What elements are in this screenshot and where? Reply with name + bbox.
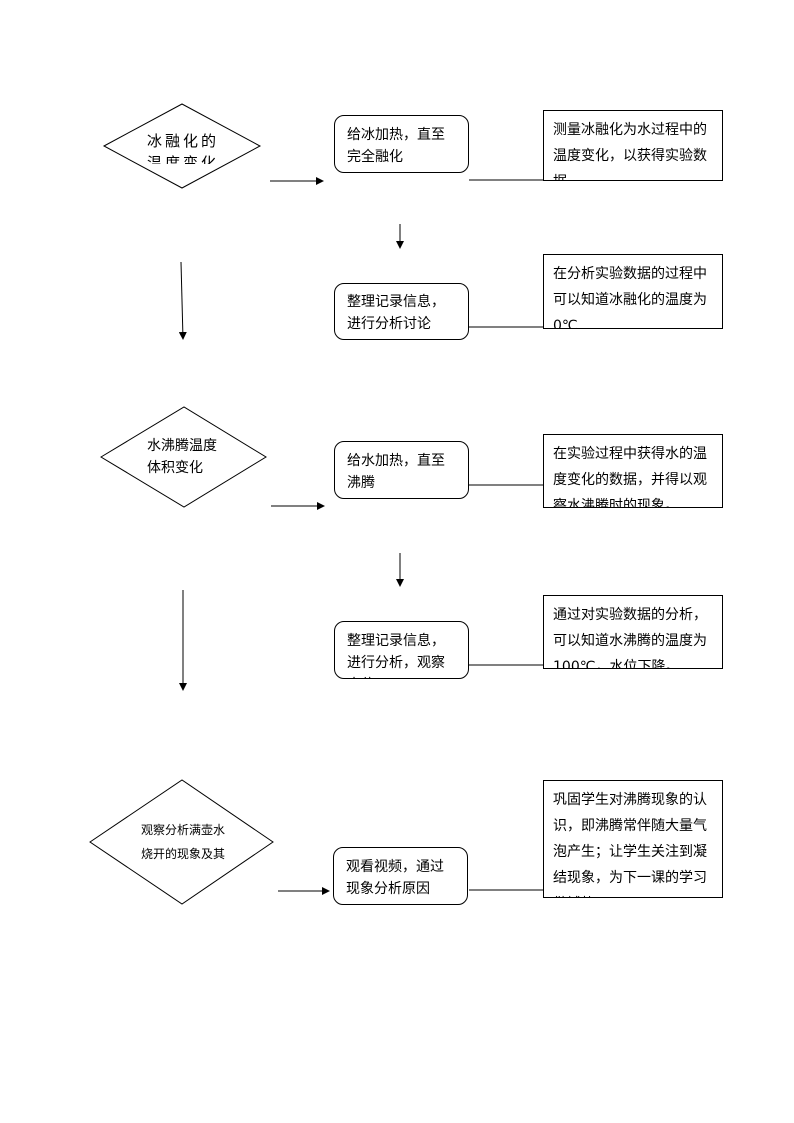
process-box-heat-water: 给水加热，直至沸腾 xyxy=(334,441,469,499)
diamond-shape-3 xyxy=(89,779,274,905)
note-box-4: 通过对实验数据的分析，可以知道水沸腾的温度为100℃，水位下降。 xyxy=(543,595,723,669)
process-box-analyze-1: 整理记录信息，进行分析讨论 xyxy=(334,283,469,340)
note-box-5: 巩固学生对沸腾现象的认识，即沸腾常伴随大量气泡产生；让学生关注到凝结现象，为下一… xyxy=(543,780,723,898)
diamond-label-1: 冰融化的温度变化 xyxy=(147,132,220,164)
note-box-1: 测量冰融化为水过程中的温度变化，以获得实验数据 xyxy=(543,110,723,181)
note-box-2: 在分析实验数据的过程中可以知道冰融化的温度为0℃ xyxy=(543,254,723,329)
process-box-video: 观看视频，通过现象分析原因 xyxy=(333,847,468,905)
diamond-label-3: 观察分析满壶水烧开的现象及其原因 xyxy=(141,823,226,861)
process-box-heat-ice: 给冰加热，直至完全融化 xyxy=(334,115,469,173)
diamond-shape-1 xyxy=(102,103,262,189)
process-box-analyze-2: 整理记录信息，进行分析，观察水位 xyxy=(334,621,469,679)
diamond-label-2: 水沸腾温度体积变化 xyxy=(147,438,217,476)
note-box-3: 在实验过程中获得水的温度变化的数据，并得以观察水沸腾时的现象。 xyxy=(543,434,723,508)
arrow-left-down-1 xyxy=(178,261,187,340)
diamond-shape-2 xyxy=(100,406,267,508)
